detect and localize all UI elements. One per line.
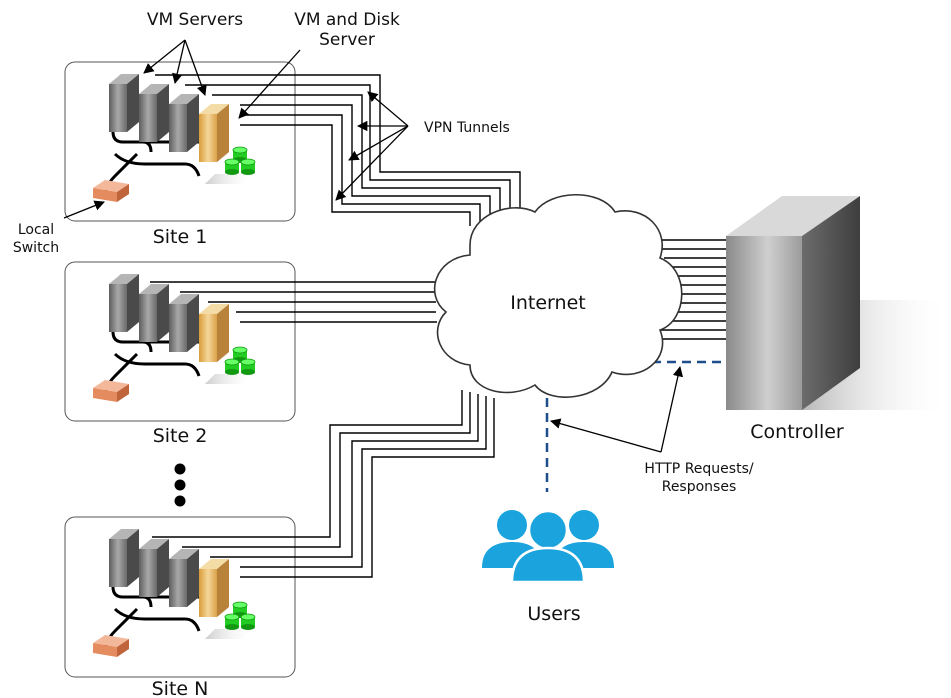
site-n-label: Site N [152, 678, 209, 698]
internet-label: Internet [510, 292, 585, 314]
local-switch-label-line1: Local [18, 222, 54, 238]
http-label-line2: Responses [662, 479, 737, 495]
site-n-tunnels [152, 390, 495, 578]
local-switch-label-line2: Switch [13, 240, 59, 256]
controller-label: Controller [750, 421, 844, 443]
site-1-tunnels [155, 74, 521, 226]
site-2-label: Site 2 [153, 425, 208, 447]
site-2-tunnels [150, 281, 440, 323]
site-1-label: Site 1 [153, 226, 208, 248]
cloud-icon [433, 194, 683, 398]
users-group-icon [482, 509, 614, 584]
vm-disk-server-label-line1: VM and Disk [294, 10, 400, 30]
http-label-line1: HTTP Requests/ [644, 461, 753, 477]
more-sites-ellipsis [174, 463, 186, 507]
controller-server-icon [726, 196, 951, 410]
vm-disk-server-label-line2: Server [319, 30, 375, 50]
vpn-tunnels-label: VPN Tunnels [424, 120, 510, 136]
users-label: Users [527, 603, 580, 625]
vm-servers-label: VM Servers [147, 10, 243, 30]
